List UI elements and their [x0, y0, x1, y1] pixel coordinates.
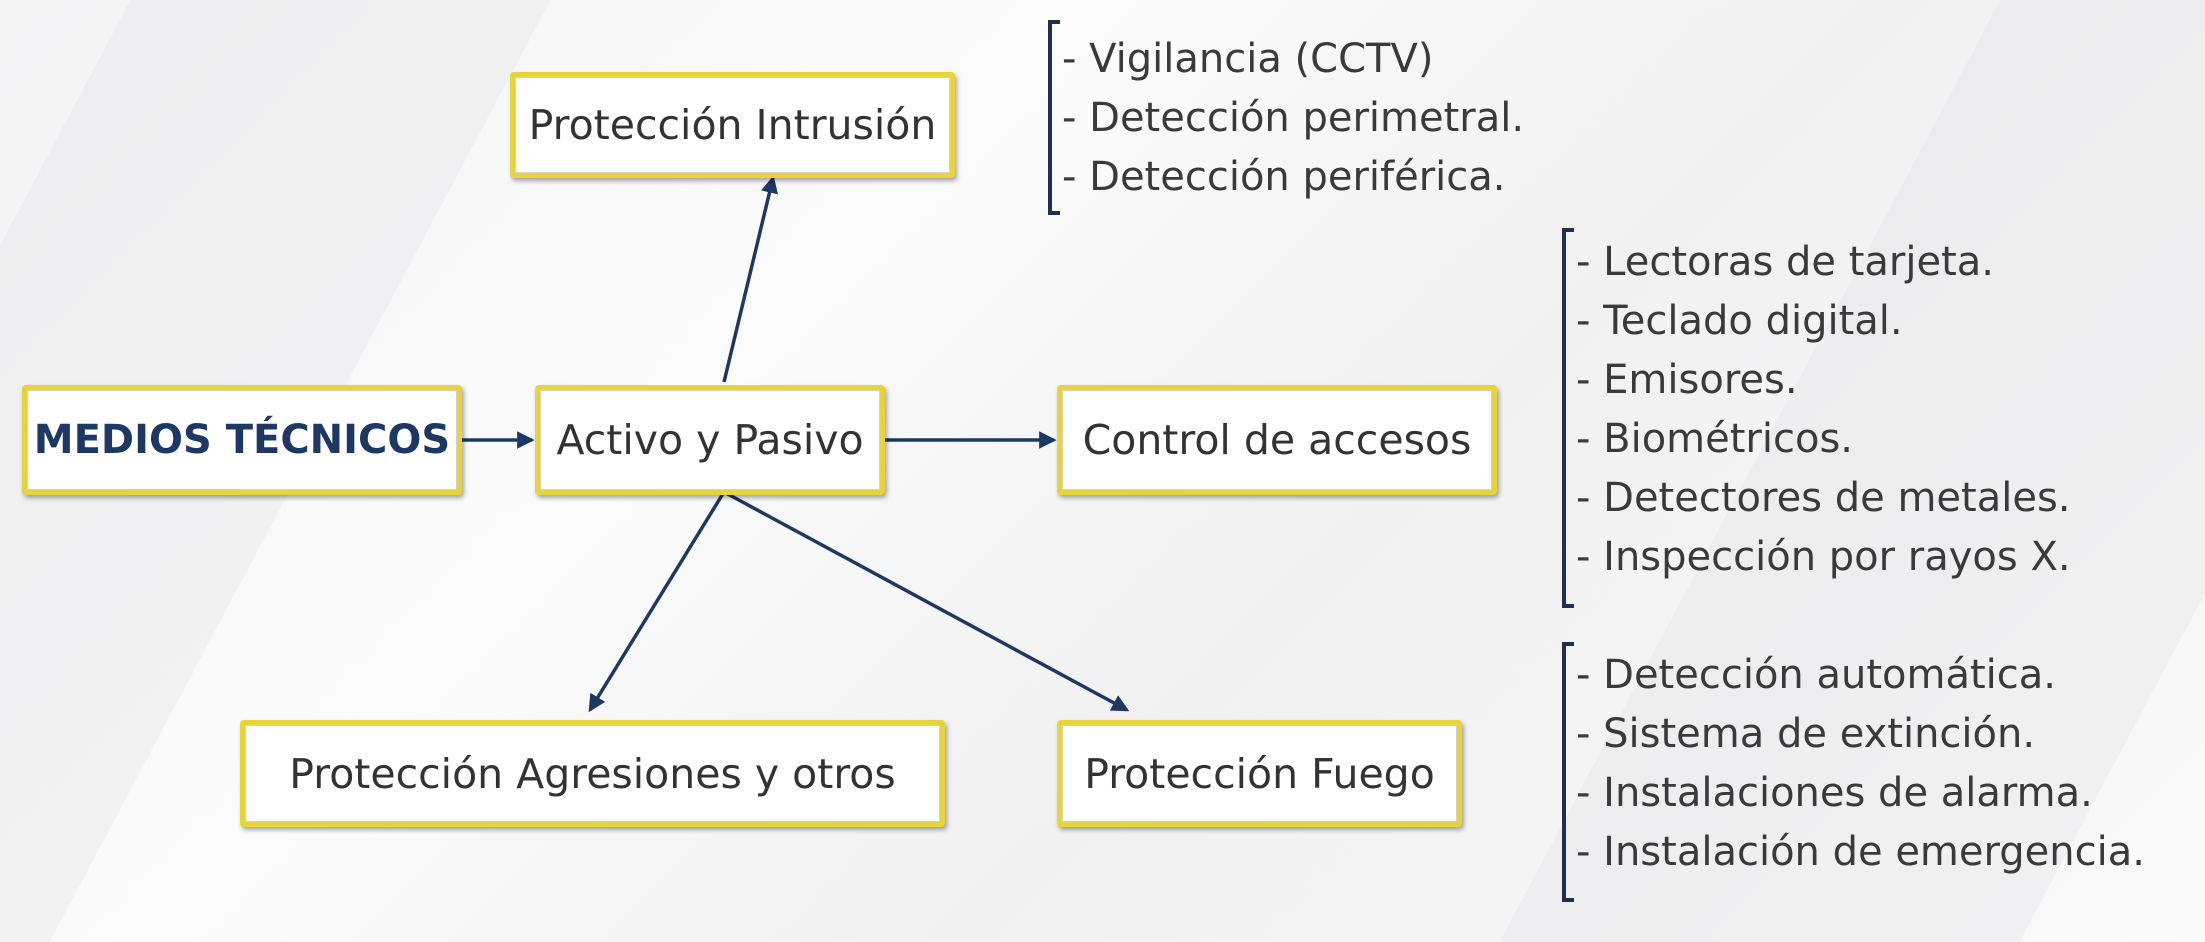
node-proteccion-agresiones: Protección Agresiones y otros — [240, 720, 945, 827]
list-item: - Detección automática. — [1576, 652, 2056, 698]
root-node-medios-tecnicos: MEDIOS TÉCNICOS — [22, 385, 462, 495]
node-proteccion-fuego: Protección Fuego — [1057, 720, 1462, 827]
hub-node-activo-pasivo: Activo y Pasivo — [535, 385, 885, 495]
bracket-control-accesos — [1562, 228, 1574, 608]
arrow-hub-to-fire — [723, 490, 1130, 712]
list-item: - Detectores de metales. — [1576, 475, 2071, 521]
list-proteccion-fuego: - Detección automática. - Sistema de ext… — [1562, 642, 2192, 902]
bracket-intrusion — [1048, 20, 1060, 215]
list-item: - Instalaciones de alarma. — [1576, 770, 2093, 816]
list-item: - Detección perimetral. — [1062, 95, 1525, 141]
list-item: - Teclado digital. — [1576, 298, 1903, 344]
arrow-hub-to-aggression — [588, 491, 726, 713]
list-item: - Instalación de emergencia. — [1576, 829, 2145, 875]
list-control-accesos: - Lectoras de tarjeta. - Teclado digital… — [1562, 228, 2182, 608]
list-item: - Lectoras de tarjeta. — [1576, 239, 1994, 285]
list-item: - Emisores. — [1576, 357, 1798, 403]
node-proteccion-intrusion: Protección Intrusión — [510, 72, 955, 178]
list-item: - Inspección por rayos X. — [1576, 534, 2071, 580]
list-item: - Detección periférica. — [1062, 154, 1506, 200]
list-item: - Sistema de extinción. — [1576, 711, 2036, 757]
list-intrusion: - Vigilancia (CCTV) - Detección perimetr… — [1048, 20, 1608, 215]
node-control-accesos: Control de accesos — [1057, 385, 1497, 495]
bracket-proteccion-fuego — [1562, 642, 1574, 902]
arrow-hub-to-intrusion — [722, 175, 779, 383]
list-item: - Biométricos. — [1576, 416, 1854, 462]
list-item: - Vigilancia (CCTV) — [1062, 36, 1434, 82]
